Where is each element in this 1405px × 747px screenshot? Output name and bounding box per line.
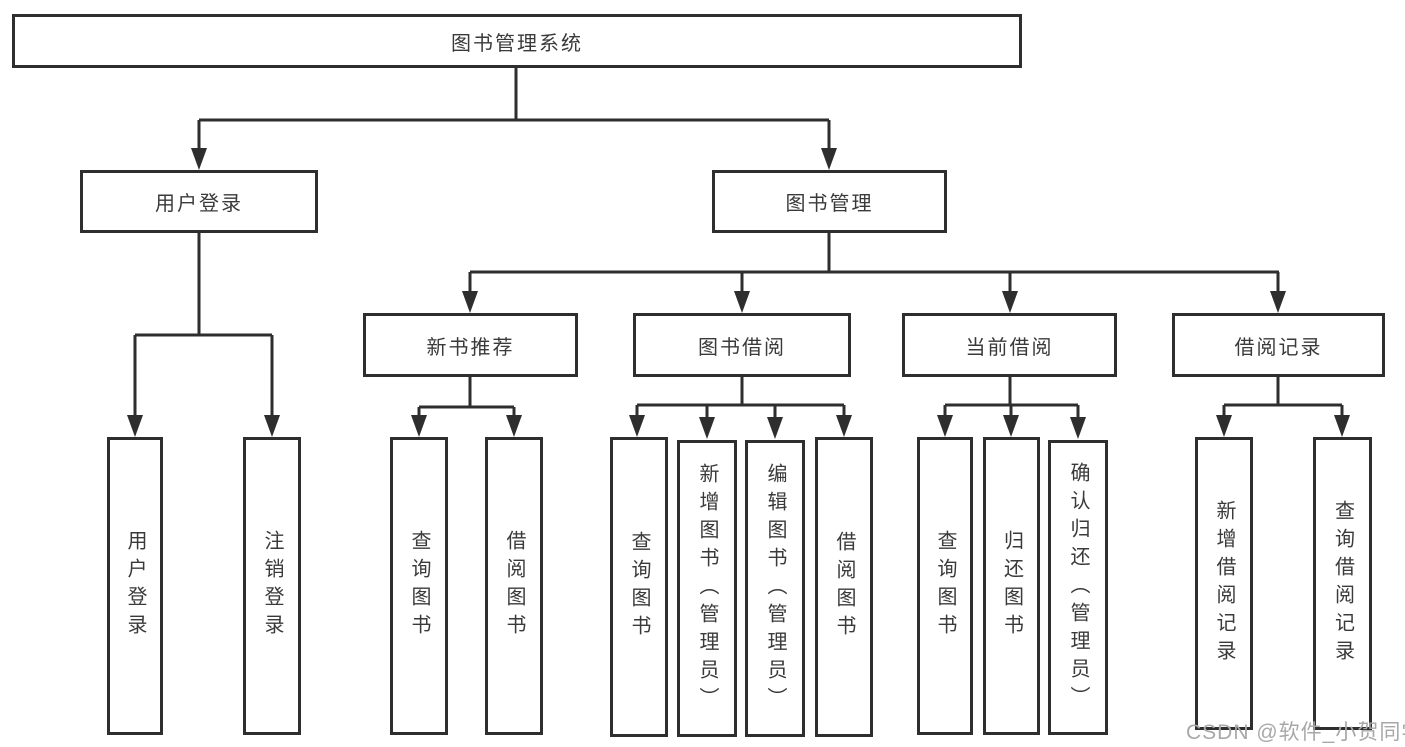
leaf-query-books-1: 查询图书 [390, 437, 448, 735]
leaf-user-login: 用户登录 [107, 437, 163, 735]
leaf-query-books-2: 查询图书 [610, 437, 668, 737]
leaf-logout: 注销登录 [243, 437, 301, 735]
leaf-edit-book-admin: 编辑图书（管理员） [745, 440, 805, 737]
csdn-watermark: CSDN @软件_小贺同学 [1186, 721, 1405, 744]
node-book-borrow: 图书借阅 [633, 313, 851, 377]
leaf-add-book-admin: 新增图书（管理员） [677, 440, 737, 737]
leaf-query-books-3: 查询图书 [917, 437, 973, 735]
leaf-borrow-books-2: 借阅图书 [815, 437, 873, 737]
node-borrow-record: 借阅记录 [1172, 313, 1385, 377]
node-current-borrow: 当前借阅 [902, 313, 1117, 377]
node-new-book-recommend: 新书推荐 [363, 313, 578, 377]
node-root-system: 图书管理系统 [12, 14, 1022, 68]
leaf-borrow-books-1: 借阅图书 [485, 437, 543, 735]
leaf-query-borrow-record: 查询借阅记录 [1313, 437, 1372, 730]
arrowhead-icons [127, 148, 1350, 439]
leaf-confirm-return-admin: 确认归还（管理员） [1048, 440, 1108, 735]
node-book-management: 图书管理 [712, 170, 947, 233]
leaf-return-book: 归还图书 [983, 437, 1040, 735]
node-user-login: 用户登录 [80, 170, 318, 233]
leaf-add-borrow-record: 新增借阅记录 [1195, 437, 1253, 730]
